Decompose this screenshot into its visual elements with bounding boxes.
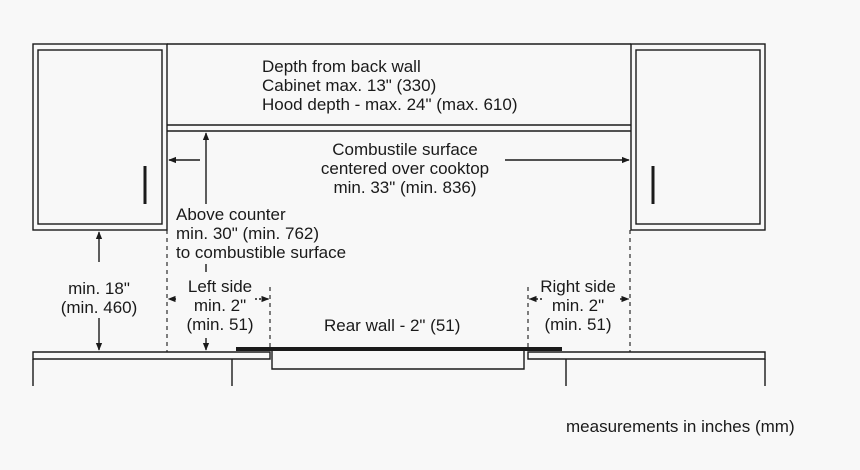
right-side-line2: min. 2" [551,296,605,315]
right-side-line1: Right side [540,277,616,296]
right-wall-cabinet [630,43,766,231]
above-counter-line1: Above counter [176,205,286,224]
right-side-note: Right side min. 2" (min. 51) [530,277,626,334]
combustible-note: Combustile surface centered over cooktop… [300,140,510,197]
left-side-line2: min. 2" [193,296,247,315]
side-clearance-dashed-lines [166,230,631,352]
rear-wall-note: Rear wall - 2" (51) [324,316,461,335]
right-side-line3: (min. 51) [544,315,612,334]
left-wall-cabinet [32,43,168,231]
countertop [32,351,766,386]
combustible-note-line3: min. 33" (min. 836) [333,178,477,197]
combustible-note-line2: centered over cooktop [320,159,490,178]
cabinet-height-line1: min. 18" [68,279,130,298]
units-note: measurements in inches (mm) [566,417,795,436]
combustible-note-line1: Combustile surface [332,140,478,159]
above-counter-line2: min. 30" (min. 762) [176,224,320,243]
cooktop [236,347,562,370]
cabinet-height-line2: (min. 460) [60,298,138,317]
left-side-line1: Left side [187,277,253,296]
hood-outline [167,43,631,132]
above-counter-note: Above counter min. 30" (min. 762) to com… [176,205,346,262]
left-side-note: Left side min. 2" (min. 51) [172,277,268,334]
cabinet-height-note: min. 18" (min. 460) [44,279,154,317]
depth-note-line3: Hood depth - max. 24" (max. 610) [262,95,518,114]
left-side-line3: (min. 51) [186,315,254,334]
depth-note: Depth from back wall Cabinet max. 13" (3… [262,57,518,114]
depth-note-line2: Cabinet max. 13" (330) [262,76,437,95]
depth-note-line1: Depth from back wall [262,57,421,76]
above-counter-line3: to combustible surface [176,243,347,262]
